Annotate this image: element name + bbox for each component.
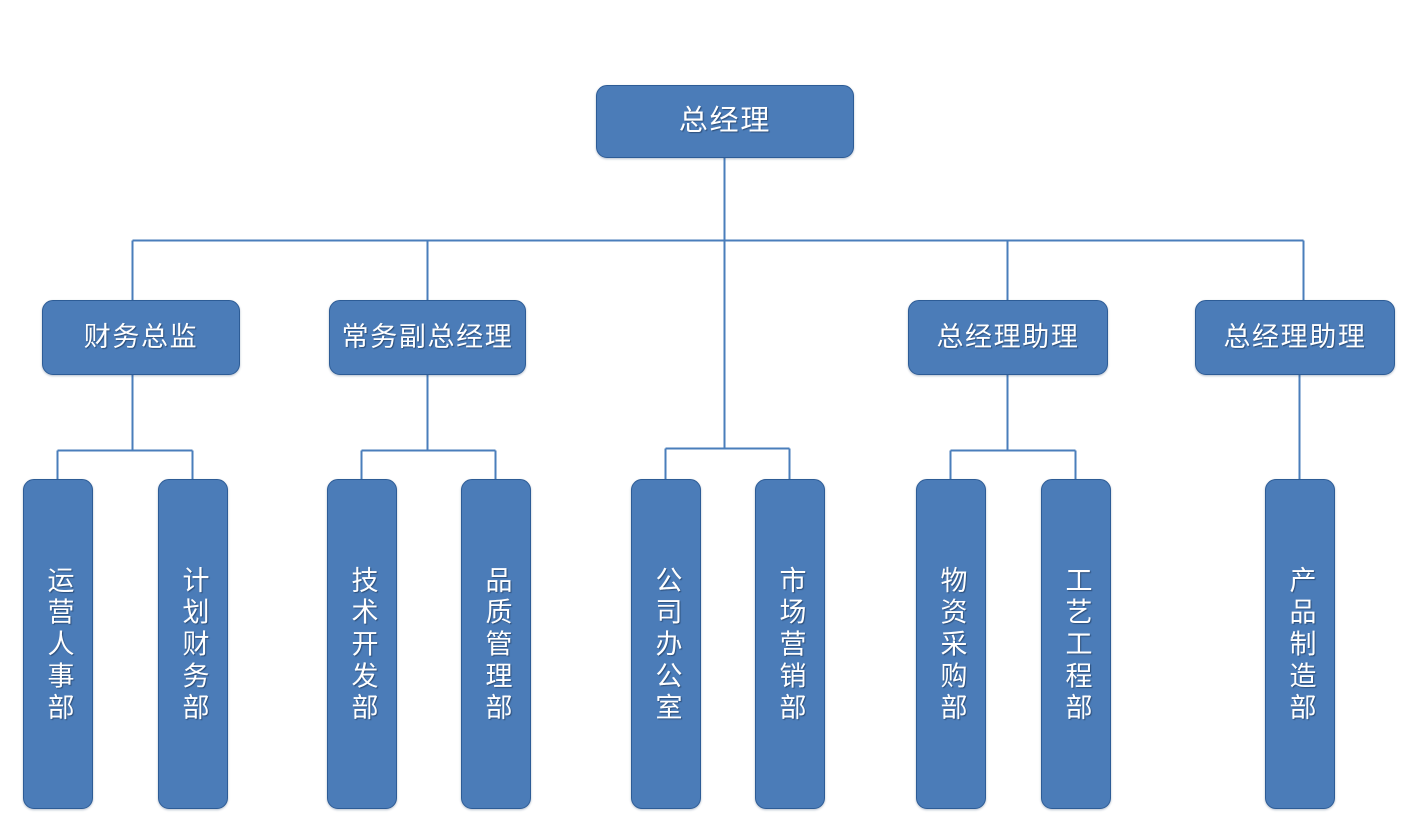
node-exec-deputy-gm[interactable]: 常务副总经理: [329, 300, 526, 375]
node-company-office[interactable]: 公司办公室: [631, 479, 701, 809]
node-planning-finance[interactable]: 计划财务部: [158, 479, 228, 809]
node-procurement[interactable]: 物资采购部: [916, 479, 986, 809]
node-quality-management[interactable]: 品质管理部: [461, 479, 531, 809]
node-gm-assistant-1[interactable]: 总经理助理: [908, 300, 1108, 375]
node-process-engineering[interactable]: 工艺工程部: [1041, 479, 1111, 809]
node-marketing[interactable]: 市场营销部: [755, 479, 825, 809]
node-cfo[interactable]: 财务总监: [42, 300, 240, 375]
node-tech-development[interactable]: 技术开发部: [327, 479, 397, 809]
node-general-manager[interactable]: 总经理: [596, 85, 854, 158]
node-operations-hr[interactable]: 运营人事部: [23, 479, 93, 809]
node-gm-assistant-2[interactable]: 总经理助理: [1195, 300, 1395, 375]
node-manufacturing[interactable]: 产品制造部: [1265, 479, 1335, 809]
